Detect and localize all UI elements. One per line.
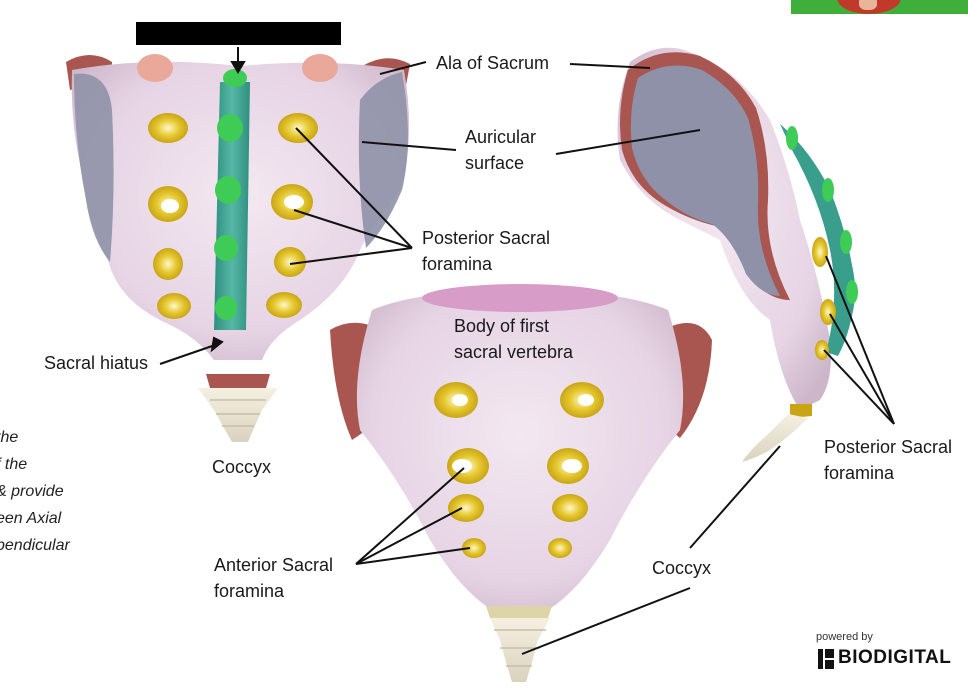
- label-posterior-right-line2: foramina: [824, 460, 894, 486]
- label-posterior-right-line1: Posterior Sacral: [824, 434, 952, 460]
- leader-coccyx-lateral: [690, 446, 780, 548]
- spinous-tubercle-5: [215, 296, 237, 320]
- redaction-bar: [136, 22, 341, 45]
- foramen-opening: [578, 394, 594, 406]
- spinous-tubercle-2: [217, 114, 243, 142]
- posterior-foramen: [148, 113, 188, 143]
- logo-brand: BIODIGITAL: [838, 647, 951, 669]
- label-sacral-hiatus: Sacral hiatus: [44, 350, 148, 376]
- label-body-line2: sacral vertebra: [454, 339, 573, 365]
- side-note-line: f the: [0, 451, 70, 478]
- sacral-cornua: [206, 374, 270, 388]
- label-auricular-line2: surface: [465, 150, 524, 176]
- posterior-foramen: [266, 292, 302, 318]
- sacral-promontory: [422, 284, 618, 312]
- lateral-posterior-foramen: [812, 237, 828, 267]
- lateral-spinous-tubercle: [846, 280, 858, 304]
- anterior-sacral-apex: [486, 606, 552, 618]
- leader-posterior-right-3: [824, 350, 894, 424]
- posterior-foramen: [157, 293, 191, 319]
- leader-posterior-right-2: [830, 314, 894, 424]
- left-auricular-surface: [74, 74, 114, 262]
- foramen-opening: [161, 199, 179, 213]
- posterior-coccyx: [198, 388, 278, 442]
- side-note-line: & provide: [0, 478, 70, 505]
- label-ala-of-sacrum: Ala of Sacrum: [436, 50, 549, 76]
- anterior-foramen: [552, 494, 588, 522]
- label-auricular-line1: Auricular: [465, 124, 536, 150]
- foramen-opening: [562, 459, 582, 473]
- foramen-opening: [284, 195, 304, 209]
- lateral-auricular-surface: [631, 66, 780, 297]
- left-superior-process: [137, 54, 173, 82]
- lateral-spinous-tubercle: [822, 178, 834, 202]
- biodigital-mark-icon: [818, 649, 834, 669]
- foramen-opening: [452, 394, 468, 406]
- label-coccyx-left: Coccyx: [212, 454, 271, 480]
- posterior-foramen: [153, 248, 183, 280]
- label-anterior-line1: Anterior Sacral: [214, 552, 333, 578]
- spinous-tubercle-3: [215, 176, 241, 204]
- posterior-foramen: [278, 113, 318, 143]
- spinous-tubercle-1: [223, 69, 247, 87]
- right-superior-process: [302, 54, 338, 82]
- lateral-spinous-tubercle: [786, 126, 798, 150]
- anterior-foramen: [548, 538, 572, 558]
- side-note-line: the: [0, 424, 70, 451]
- anterior-coccyx: [490, 618, 550, 682]
- logo-powered-by: powered by: [816, 631, 873, 643]
- webcam-thumbnail: [791, 0, 968, 14]
- label-coccyx-right: Coccyx: [652, 555, 711, 581]
- lateral-spinous-tubercle: [840, 230, 852, 254]
- side-note: the f the & provide een Axial pendicular: [0, 424, 70, 559]
- presenter-face: [859, 0, 877, 10]
- anterior-foramen: [448, 494, 484, 522]
- spinous-tubercle-4: [214, 235, 238, 261]
- label-anterior-line2: foramina: [214, 578, 284, 604]
- lateral-coccyx: [742, 414, 808, 462]
- label-posterior-left-line1: Posterior Sacral: [422, 225, 550, 251]
- lateral-posterior-foramen: [815, 340, 829, 360]
- side-note-line: pendicular: [0, 532, 70, 559]
- right-auricular-surface: [359, 72, 408, 248]
- side-note-line: een Axial: [0, 505, 70, 532]
- biodigital-logo: powered by BIODIGITAL: [808, 627, 968, 683]
- label-posterior-left-line2: foramina: [422, 251, 492, 277]
- label-body-line1: Body of first: [454, 313, 549, 339]
